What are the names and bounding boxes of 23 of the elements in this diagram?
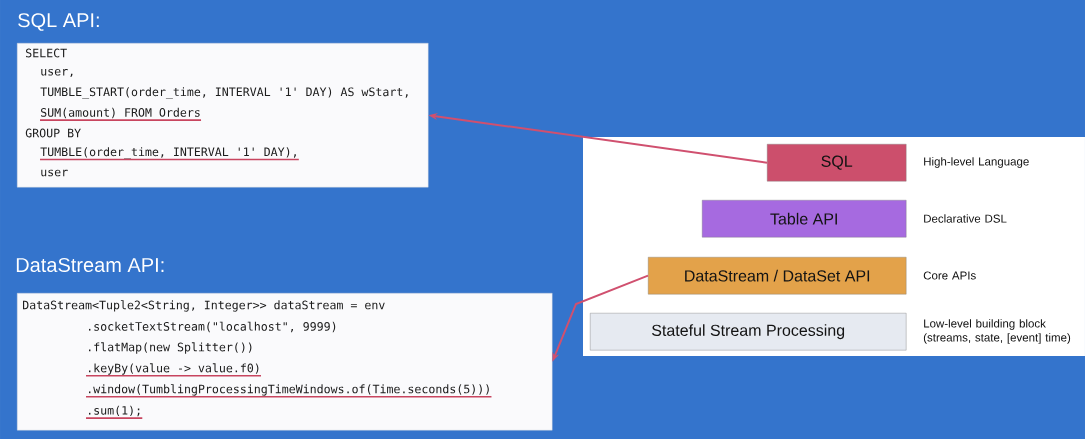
code-line: .window(TumblingProcessingTimeWindows.of(Time.seconds(5))) <box>89 384 489 396</box>
layer-box: Table API <box>702 200 907 238</box>
layer-box: Stateful Stream Processing <box>590 313 907 351</box>
layer-description: Declarative DSL <box>924 214 1007 223</box>
code-line: .socketTextStream("localhost", 9999) <box>89 321 336 333</box>
layer-description: Core APIs <box>923 271 976 280</box>
code-line: TUMBLE_START(order_time, INTERVAL '1' DAY) AS wStart, <box>40 87 408 99</box>
code-line: user <box>41 169 68 177</box>
code-line: TUMBLE(order_time, INTERVAL '1' DAY), <box>40 147 296 159</box>
panel-title: DataStream API: <box>16 257 164 273</box>
layer-box: DataStream / DataSet API <box>648 257 907 295</box>
layer-box: SQL <box>767 144 907 182</box>
layer-description: High-level Language <box>924 157 1029 168</box>
code-line: .flatMap(new Splitter()) <box>89 342 252 354</box>
code-line: GROUP BY <box>25 128 81 138</box>
code-line: .sum(1); <box>89 405 140 417</box>
panel-title: SQL API: <box>18 13 99 31</box>
code-line: DataStream<Tuple2<String, Integer>> dataStream = env <box>23 300 385 312</box>
code-line: SELECT <box>26 48 67 58</box>
layer-description: Low-level building block (streams, state, [event] time) <box>923 319 1071 344</box>
code-line: user, <box>41 68 73 78</box>
code-line: .keyBy(value -> value.f0) <box>89 363 259 375</box>
code-line: SUM(amount) FROM Orders <box>41 107 200 119</box>
